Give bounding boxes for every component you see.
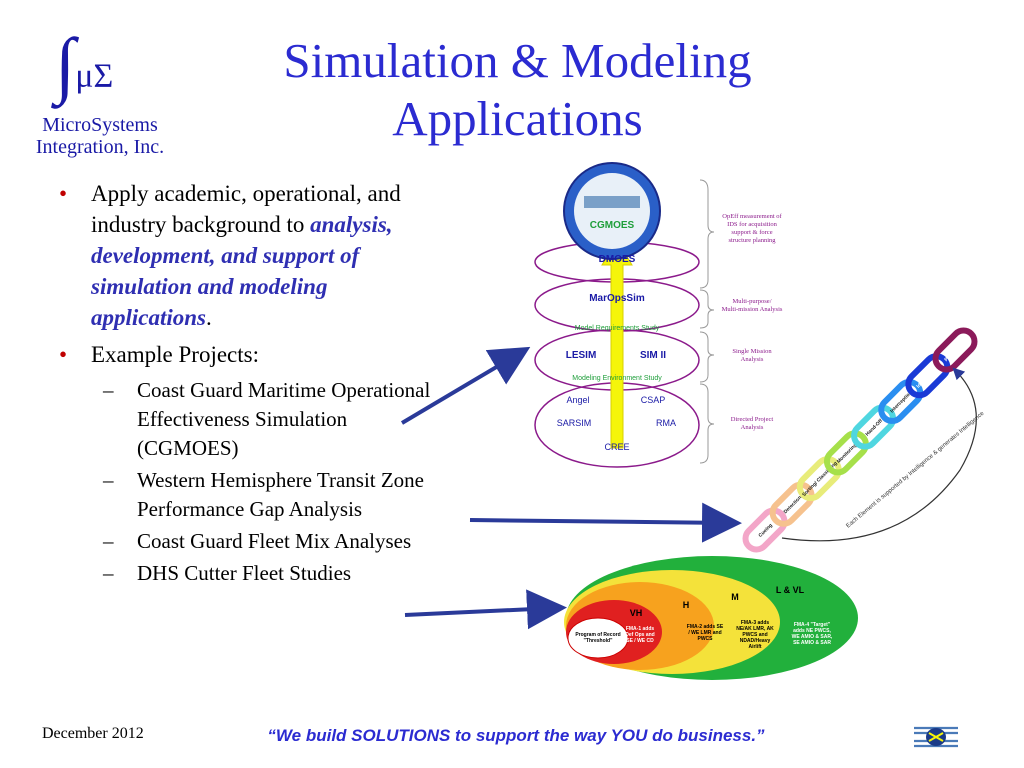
chain-link-ring: [878, 378, 924, 424]
company-name-line2: Integration, Inc.: [35, 136, 165, 158]
sub-bullet-item: –Coast Guard Maritime Operational Effect…: [103, 378, 431, 460]
yellow-arrow: [601, 239, 633, 449]
bracket-2: [699, 289, 715, 329]
bullet-text: Apply academic, operational, and industr…: [91, 181, 401, 237]
fleet-level-m: M: [731, 592, 739, 602]
logo-symbol-text: μΣ: [75, 57, 114, 95]
fleet-mix-diagram: VH H M L & VL Program of Record"Threshol…: [564, 556, 858, 680]
fma-4: FMA-4 "Target"adds NE PWCS,WE AMIO & SAR…: [792, 622, 833, 646]
corner-logo-icon: [914, 726, 958, 748]
modeling-environment-study: Modeling Environment Study: [572, 375, 662, 382]
bullet-list: • Apply academic, operational, and indus…: [55, 178, 445, 591]
chain-link: Prosecution: [932, 327, 978, 373]
fleet-level-vh: VH: [630, 608, 643, 618]
fleet-level-h: H: [683, 600, 690, 610]
arrow-to-hierarchy: [400, 346, 531, 425]
arrow-to-chain: [469, 502, 742, 543]
sub-bullet-item: –Coast Guard Fleet Mix Analyses: [103, 529, 412, 553]
intelligence-arc: [781, 367, 977, 542]
level-maropssim: MarOpsSim: [589, 293, 645, 304]
project-text: DHS Cutter Fleet Studies: [137, 561, 352, 585]
chain-link: Cueing: [742, 507, 788, 553]
project-text: Coast Guard Maritime Operational Effecti…: [137, 378, 431, 460]
level-angel: Angel: [566, 395, 589, 405]
badge-label: CGMOES: [590, 220, 635, 231]
ellipse-record: [567, 617, 629, 659]
sim-hierarchy-diagram: CGMOES DMOES MarOpsSim Model Requirement…: [534, 162, 783, 468]
fleet-level-lvl: L & VL: [776, 585, 805, 595]
bullet-dot: •: [59, 342, 68, 367]
level-rma: RMA: [656, 418, 676, 428]
project-text: Western Hemisphere Transit Zone Performa…: [137, 468, 425, 521]
chain-link-ring: [851, 404, 897, 450]
sub-bullet-item: –Western Hemisphere Transit Zone Perform…: [103, 468, 425, 521]
chain-link-ring: [823, 430, 869, 476]
chain-link-ring: [905, 353, 951, 399]
bracket-label-2: Multi-purpose/Multi-mission Analysis: [722, 298, 783, 313]
bracket-3: [699, 331, 715, 383]
company-name-line1: MicroSystems: [42, 114, 158, 136]
slide-title: Simulation & Modeling Applications: [225, 32, 810, 148]
bracket-1: [699, 179, 715, 289]
chain-caption: Each Element is supported by Intelligenc…: [845, 410, 986, 529]
chain-link-ring: [742, 507, 788, 553]
project-text: Coast Guard Fleet Mix Analyses: [137, 529, 412, 553]
chain-link-ring: [932, 327, 978, 373]
logo-integral: ∫: [55, 24, 76, 106]
bracket-4: [699, 383, 715, 464]
chain-link-ring: [769, 481, 815, 527]
level-dmoes: DMOES: [599, 254, 636, 265]
level-cree: CREE: [604, 442, 629, 452]
company-name: MicroSystems Integration, Inc.: [12, 114, 188, 158]
chain-link: Monitoring: [823, 430, 869, 476]
level-sarsim: SARSIM: [557, 418, 592, 428]
title-line1: Simulation & Modeling: [283, 33, 752, 88]
bullet-emphasis: analysis, development, and support of si…: [91, 212, 393, 330]
bullet-item: • Example Projects:: [55, 339, 445, 370]
title-line2: Applications: [392, 91, 643, 146]
program-of-record: Program of Record"Threshold": [575, 632, 620, 644]
bullet-dot: •: [59, 181, 68, 206]
ship-icon: [584, 196, 640, 208]
bullet-item: • Apply academic, operational, and indus…: [55, 178, 445, 333]
sub-bullet-item: –DHS Cutter Fleet Studies: [103, 561, 352, 585]
chain-link-ring: [796, 456, 842, 502]
bullet-text: Example Projects:: [91, 342, 259, 367]
level-sim-ii: SIM II: [640, 350, 666, 361]
bullet-period: .: [206, 305, 212, 330]
model-requirements-study: Model Requirements Study: [575, 325, 660, 332]
company-logo: ∫μΣ: [55, 20, 135, 110]
footer-slogan: “We build SOLUTIONS to support the way Y…: [267, 726, 765, 745]
arrow-to-fleet: [404, 589, 567, 630]
level-lesim: LESIM: [566, 350, 597, 361]
level-csap: CSAP: [641, 395, 666, 405]
footer-date: December 2012: [42, 725, 144, 742]
